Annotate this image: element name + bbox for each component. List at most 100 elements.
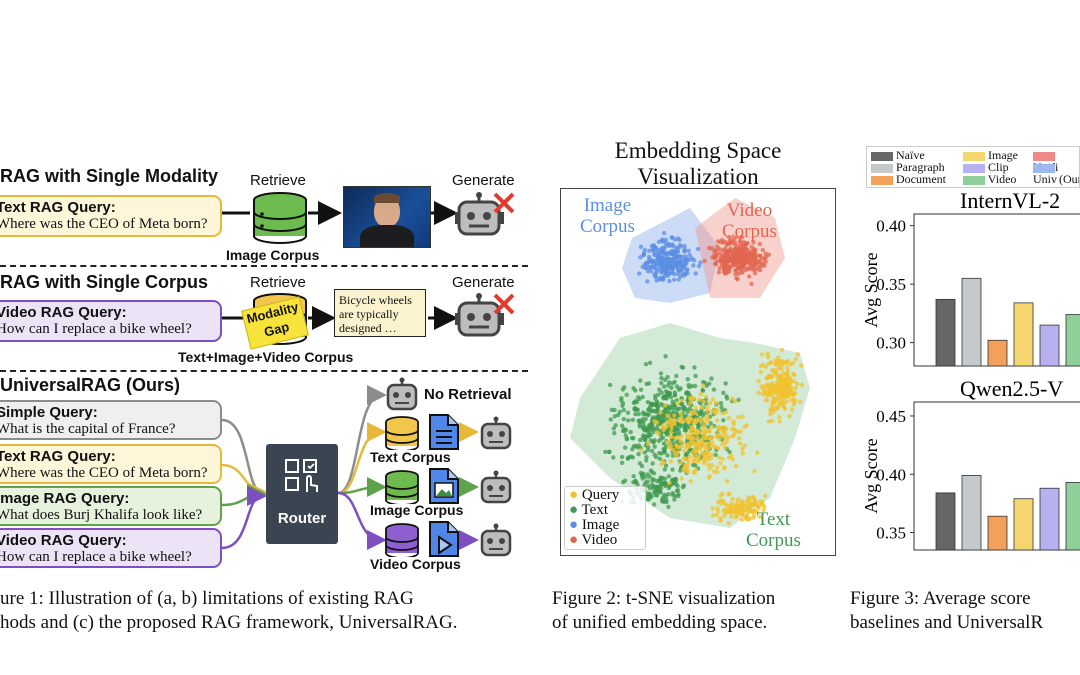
scatter-point — [647, 248, 652, 253]
scatter-point — [741, 254, 746, 259]
y-axis-label: Avg Score — [861, 252, 881, 327]
figure-3-caption-line-2: baselines and UniversalR — [850, 612, 1044, 633]
scatter-point — [638, 255, 643, 260]
legend-item: Univ — [1033, 161, 1079, 185]
legend-item: ● Text — [569, 502, 608, 518]
scatter-point — [641, 252, 646, 258]
scatter-point — [771, 409, 776, 415]
scatter-point — [735, 429, 741, 435]
scatter-point — [658, 401, 664, 407]
scatter-point — [707, 245, 712, 251]
bar — [1039, 487, 1060, 551]
scatter-point — [701, 421, 707, 426]
scatter-point — [749, 244, 754, 250]
scatter-point — [658, 417, 663, 422]
query-text: How can I replace a bike wheel? — [0, 321, 192, 337]
scatter-point — [742, 508, 748, 513]
scatter-point — [633, 411, 638, 417]
scatter-point — [685, 469, 690, 474]
scatter-point — [789, 407, 795, 412]
scatter-point — [623, 445, 628, 450]
scatter-point — [795, 381, 800, 386]
scatter-point — [616, 412, 621, 418]
legend-label: Image — [988, 148, 1018, 162]
scatter-point — [658, 371, 664, 376]
scatter-point — [646, 431, 651, 436]
scatter-point — [657, 248, 662, 253]
scatter-point — [770, 406, 775, 411]
scatter-point — [708, 441, 713, 447]
retrieved-text: Bicycle wheels — [339, 293, 412, 307]
scatter-point — [724, 255, 730, 261]
scatter-point — [638, 244, 644, 249]
scatter-point — [789, 385, 794, 391]
scatter-point — [645, 441, 651, 447]
scatter-point — [765, 382, 770, 387]
scatter-point — [722, 265, 727, 271]
scatter-point — [662, 246, 667, 251]
scatter-point — [775, 359, 780, 364]
scatter-point — [682, 448, 687, 453]
scatter-point — [731, 261, 737, 267]
scatter-point — [698, 391, 704, 397]
scatter-point — [662, 476, 668, 481]
figure-2-title: Embedding Space Visualization — [548, 138, 848, 190]
scatter-point — [642, 247, 647, 253]
scatter-point — [755, 450, 760, 455]
router-hand-icon — [285, 459, 318, 492]
scatter-point — [721, 418, 726, 423]
scatter-point — [726, 241, 732, 246]
scatter-point — [645, 279, 650, 284]
y-tick-label: 0.35 — [876, 524, 906, 543]
scatter-point — [756, 378, 761, 384]
legend-label: Query — [581, 487, 620, 503]
scatter-point — [676, 277, 681, 282]
scatter-point — [737, 436, 742, 441]
scatter-point — [647, 360, 653, 365]
scatter-point — [643, 362, 649, 367]
scatter-point — [701, 416, 706, 422]
scatter-point — [698, 439, 703, 445]
scatter-point — [720, 237, 725, 243]
scatter-point — [763, 364, 768, 369]
scatter-point — [647, 486, 653, 491]
scatter-point — [690, 409, 695, 414]
scatter-point — [656, 431, 661, 436]
scatter-point — [740, 414, 745, 419]
scatter-point — [747, 274, 752, 279]
scatter-point — [797, 399, 803, 404]
scatter-point — [724, 410, 729, 415]
legend-item: Image — [963, 149, 1018, 161]
scatter-point — [793, 386, 798, 391]
scatter-point — [642, 428, 647, 433]
scatter-point — [607, 382, 613, 388]
scatter-point — [670, 242, 675, 247]
scatter-point — [693, 449, 698, 454]
scatter-point — [675, 401, 680, 406]
scatter-point — [723, 445, 728, 450]
scatter-point — [740, 446, 745, 451]
router-box: Router — [266, 444, 338, 544]
scatter-point — [686, 460, 692, 465]
scatter-point — [691, 458, 696, 463]
scatter-point — [715, 418, 720, 423]
scatter-point — [679, 476, 684, 481]
figure-1-caption-line-2: hods and (c) the proposed RAG framework,… — [0, 612, 458, 633]
scatter-point — [644, 381, 649, 387]
scatter-point — [728, 453, 734, 458]
scatter-point — [713, 411, 719, 416]
scatter-point — [775, 381, 780, 386]
scatter-point — [624, 437, 629, 442]
scatter-point — [639, 473, 645, 479]
scatter-point — [680, 484, 686, 490]
scatter-point — [734, 463, 739, 469]
scatter-point — [723, 270, 729, 276]
scatter-point — [735, 277, 740, 282]
scatter-point — [678, 460, 683, 465]
database-icon — [253, 192, 307, 244]
scatter-point — [750, 494, 756, 500]
scatter-point — [742, 259, 748, 264]
scatter-point — [670, 402, 675, 407]
scatter-point — [700, 383, 705, 388]
